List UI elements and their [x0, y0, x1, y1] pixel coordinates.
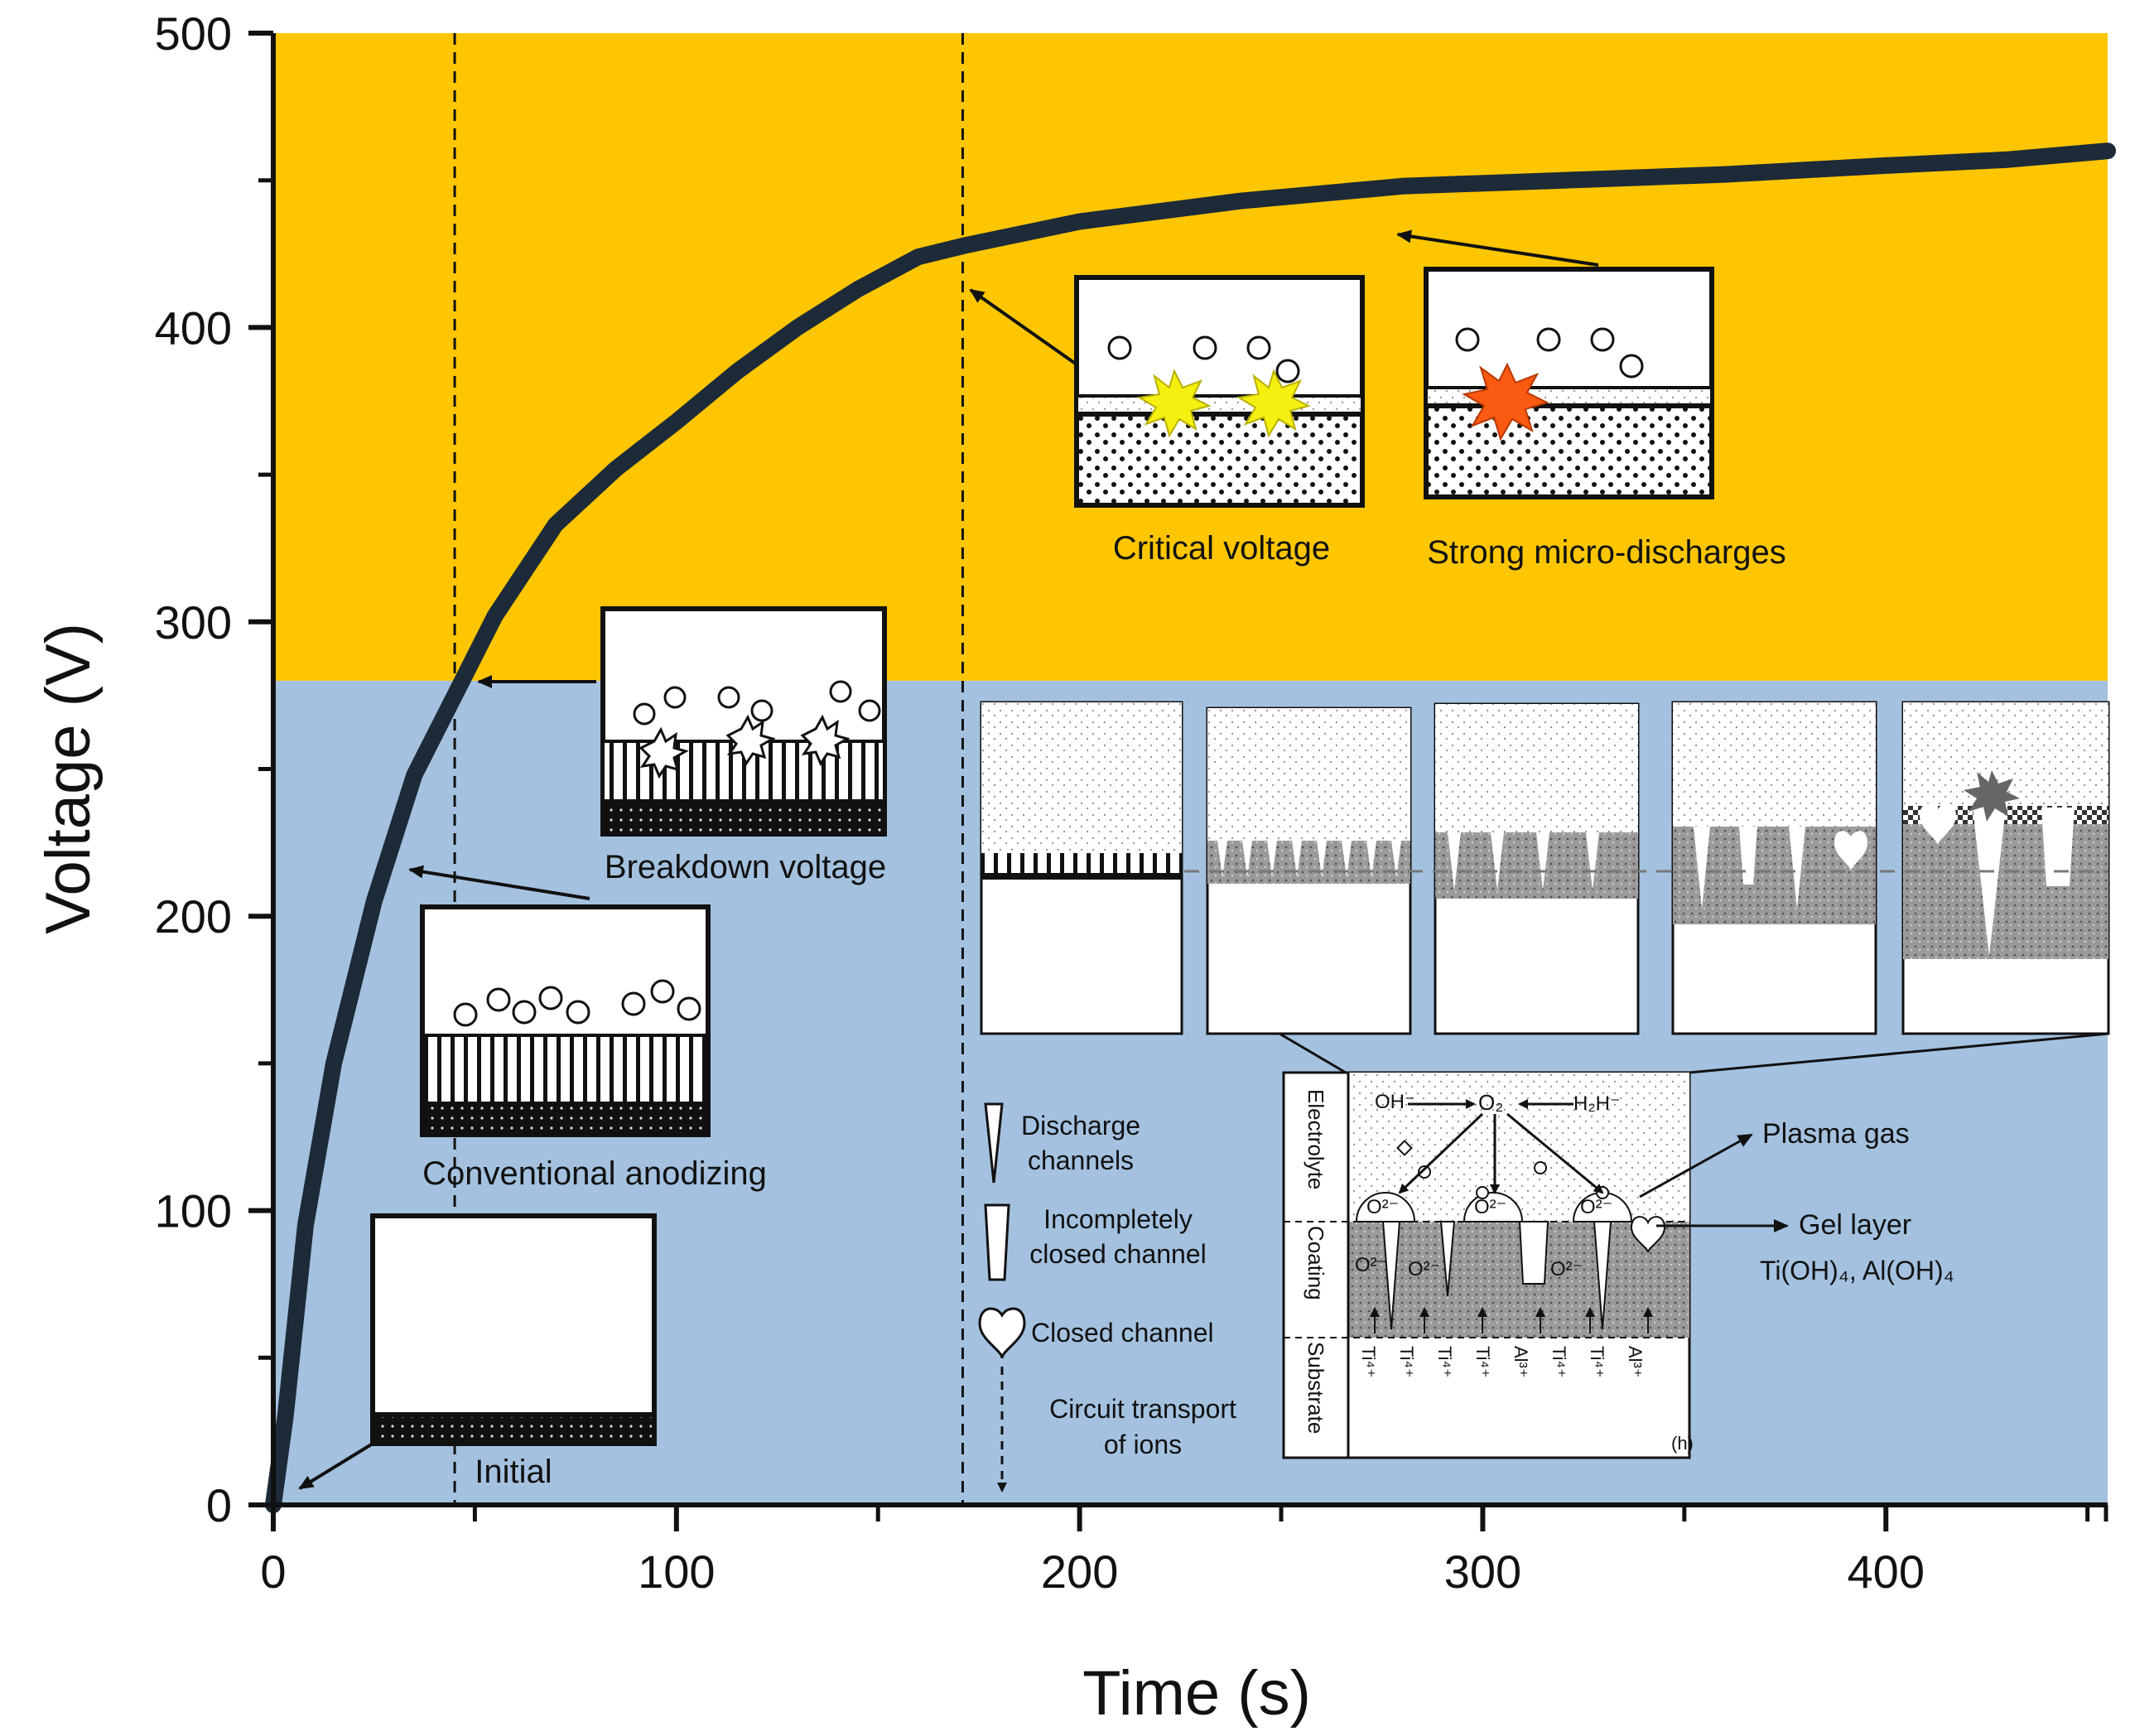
- ion-label-4: Al³⁺: [1511, 1346, 1531, 1378]
- x-tick-label-300: 300: [1444, 1546, 1521, 1598]
- ion-label-7: Al³⁺: [1625, 1346, 1646, 1378]
- detail-panel-tag: (h): [1671, 1433, 1694, 1454]
- legend-closed: Closed channel: [1031, 1318, 1214, 1348]
- legend-circuit-line2: of ions: [1104, 1430, 1182, 1459]
- discharge-channel-icon: [984, 1102, 1004, 1184]
- detail-o2minus-3: O²⁻: [1580, 1196, 1612, 1218]
- ion-label-3: Ti⁴⁺: [1472, 1346, 1493, 1378]
- initial-arrow: [298, 1442, 374, 1490]
- y-axis-title: Voltage (V): [33, 623, 104, 934]
- legend-discharge-line2: channels: [1028, 1145, 1134, 1175]
- detail-o2minus-2: O²⁻: [1474, 1196, 1506, 1218]
- voltage-series-line: [265, 142, 2116, 1513]
- breakdown-illustration: Breakdown voltage: [477, 606, 887, 885]
- detail-panel: Electrolyte Coating Substrate OH⁻ O₂ H: [1282, 1071, 1954, 1459]
- strong-label: Strong micro-discharges: [1427, 534, 1786, 571]
- plasma-gas-label: Plasma gas: [1762, 1118, 1910, 1150]
- x-tick-label-100: 100: [638, 1546, 715, 1598]
- critical-illustration: Critical voltage: [969, 275, 1365, 567]
- gel-composition-label: Ti(OH)₄, Al(OH)₄: [1760, 1256, 1954, 1285]
- ion-label-5: Ti⁴⁺: [1549, 1346, 1569, 1378]
- x-tick-label-0: 0: [260, 1546, 286, 1598]
- y-tick-label-0: 0: [206, 1479, 232, 1531]
- conventional-label: Conventional anodizing: [422, 1155, 767, 1192]
- detail-o2minus-6: O²⁻: [1550, 1258, 1583, 1280]
- y-tick-label-100: 100: [155, 1185, 232, 1237]
- detail-o2minus-1: O²⁻: [1366, 1196, 1399, 1218]
- legend-discharge-line1: Discharge: [1021, 1111, 1140, 1140]
- ion-label-1: Ti⁴⁺: [1396, 1346, 1417, 1378]
- axis-ticks: 0 100 200 300 400 500 0 100 200 300 400: [155, 7, 2108, 1598]
- legend-incomplete-line2: closed channel: [1029, 1239, 1206, 1269]
- channel-legend: Discharge channels Incompletely closed c…: [978, 1102, 1236, 1492]
- initial-illustration: Initial: [298, 1213, 657, 1490]
- x-axis-title: Time (s): [1082, 1658, 1311, 1729]
- detail-o2minus-5: O²⁻: [1408, 1258, 1440, 1280]
- incomplete-channel-icon: [984, 1203, 1010, 1281]
- y-tick-label-200: 200: [155, 890, 232, 943]
- critical-label: Critical voltage: [1113, 530, 1330, 567]
- conventional-arrow: [408, 865, 590, 900]
- closed-channel-icon: [978, 1307, 1026, 1359]
- detail-electrolyte-label: Electrolyte: [1304, 1089, 1328, 1189]
- x-tick-label-400: 400: [1848, 1546, 1925, 1598]
- ion-label-2: Ti⁴⁺: [1434, 1346, 1455, 1378]
- detail-coating-label: Coating: [1304, 1226, 1328, 1300]
- y-tick-label-300: 300: [155, 596, 232, 649]
- panel-sequence: [980, 701, 2110, 1074]
- legend-circuit-line1: Circuit transport: [1049, 1394, 1236, 1424]
- breakdown-label: Breakdown voltage: [605, 849, 886, 885]
- detail-oh: OH⁻: [1375, 1091, 1415, 1113]
- strong-illustration: Strong micro-discharges: [1396, 229, 1786, 571]
- detail-substrate-label: Substrate: [1304, 1342, 1328, 1434]
- conventional-illustration: Conventional anodizing: [408, 865, 767, 1192]
- y-tick-label-400: 400: [155, 301, 232, 354]
- critical-arrow: [969, 288, 1078, 366]
- y-tick-label-500: 500: [155, 7, 232, 60]
- detail-o2minus-4: O²⁻: [1355, 1254, 1387, 1276]
- ion-label-0: Ti⁴⁺: [1358, 1346, 1379, 1378]
- ion-label-6: Ti⁴⁺: [1587, 1346, 1607, 1378]
- strong-arrow: [1396, 229, 1599, 267]
- detail-h2h: H₂H⁻: [1573, 1092, 1621, 1115]
- x-tick-label-200: 200: [1041, 1546, 1118, 1598]
- initial-label: Initial: [475, 1454, 552, 1490]
- detail-o2: O₂: [1478, 1090, 1503, 1115]
- gel-layer-label: Gel layer: [1799, 1209, 1911, 1241]
- ion-labels: Ti⁴⁺ Ti⁴⁺ Ti⁴⁺ Ti⁴⁺ Al³⁺ Ti⁴⁺ Ti⁴⁺ Al³⁺: [1358, 1346, 1646, 1378]
- legend-incomplete-line1: Incompletely: [1043, 1204, 1193, 1234]
